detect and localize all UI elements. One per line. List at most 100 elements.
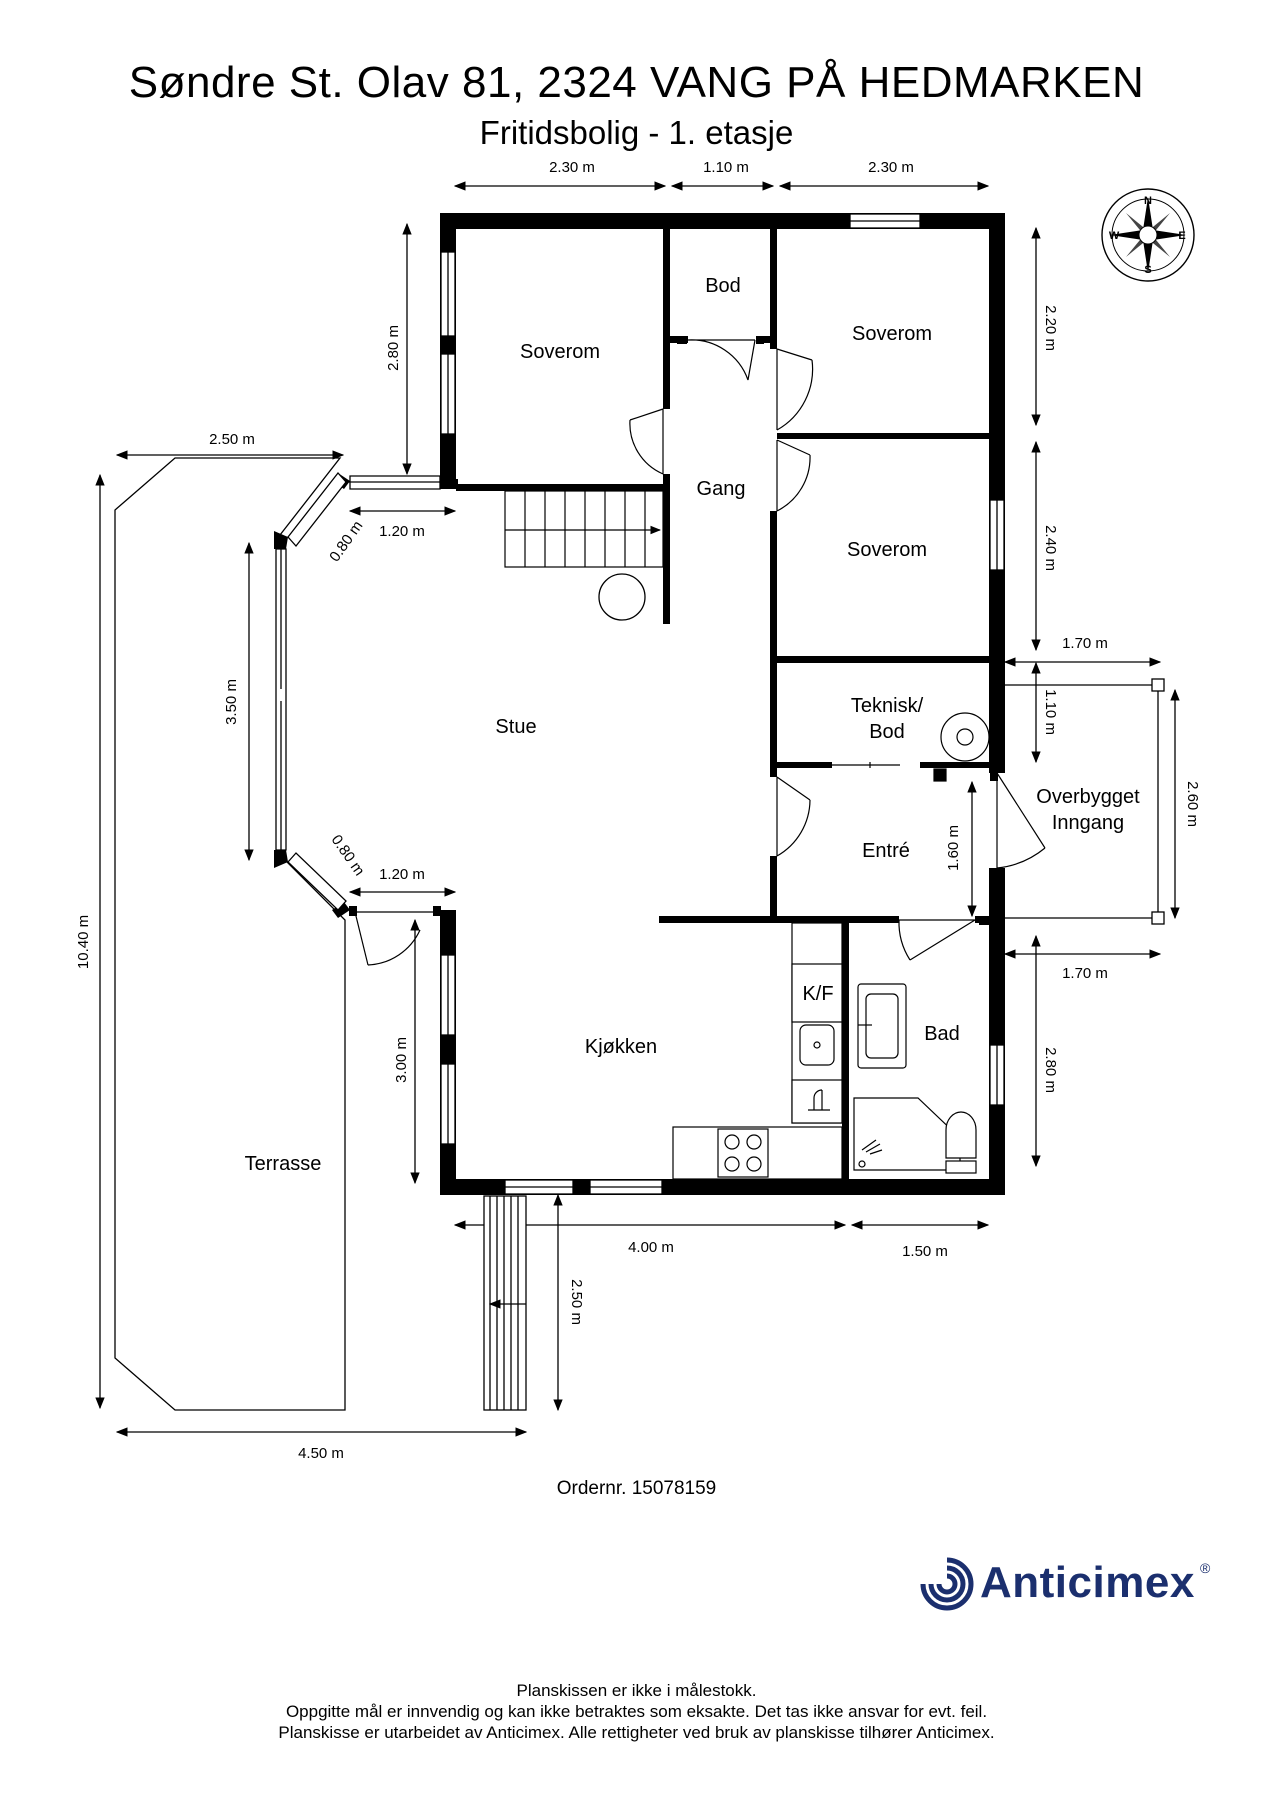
wall-entre-left-upper: [770, 765, 777, 777]
label-soverom-2: Soverom: [852, 323, 932, 345]
door-terrace: [354, 911, 435, 966]
fridge-freezer: [791, 963, 843, 1023]
dim-right-mid: 2.40 m: [1042, 525, 1059, 571]
dim-terrace-bottom: 4.50 m: [298, 1445, 344, 1462]
label-kf: K/F: [802, 983, 833, 1005]
cooktop: [717, 1128, 769, 1178]
label-soverom-3: Soverom: [847, 539, 927, 561]
registered-mark: ®: [1200, 1560, 1211, 1576]
wall-bod-bottom-left: [663, 336, 688, 343]
label-bad: Bad: [924, 1023, 960, 1045]
dim-bay-diag-top: 0.80 m: [326, 518, 366, 565]
toilet-tank: [945, 1160, 977, 1174]
window-mullion-left-lower: [440, 1035, 456, 1063]
door-soverom-2: [776, 348, 814, 431]
dim-terrace-top: 2.50 m: [209, 431, 255, 448]
dim-bottom-right: 1.50 m: [902, 1243, 948, 1260]
disclaimer: Planskissen er ikke i målestokk. Oppgitt…: [0, 1680, 1273, 1743]
dim-right-entry-top: 1.70 m: [1062, 635, 1108, 652]
stove-fireplace: [598, 573, 646, 621]
plan-title: Søndre St. Olav 81, 2324 VANG PÅ HEDMARK…: [128, 58, 1145, 107]
door-entre-left: [776, 776, 811, 857]
dim-left-upper: 2.80 m: [385, 325, 402, 371]
compass-n: N: [1144, 195, 1152, 207]
wall-stue-top: [456, 484, 670, 491]
label-terrasse: Terrasse: [245, 1153, 322, 1175]
bay-corner-left-bottom: [274, 850, 288, 868]
dim-left-lower: 3.00 m: [393, 1037, 410, 1083]
order-number: Ordernr. 15078159: [556, 1478, 717, 1499]
shower-head-icon: [861, 1139, 883, 1155]
bay-corner-bottom: [332, 902, 350, 918]
label-overbygget-2: Inngang: [1052, 812, 1124, 834]
wall-gang-left-lower: [663, 474, 670, 624]
dim-bottom-main: 4.00 m: [628, 1239, 674, 1256]
porch-post-bottom: [1151, 911, 1165, 925]
wall-bod-left: [663, 229, 670, 409]
bay-window-diag-bottom: [287, 852, 347, 911]
porch-post-top: [1151, 678, 1165, 692]
dim-right-entry-bottom: 1.70 m: [1062, 965, 1108, 982]
wall-bottom: [440, 1179, 1005, 1195]
wall-bedroom-divider: [777, 433, 989, 439]
label-teknisk-2: Bod: [869, 721, 905, 743]
bay-window-left: [275, 548, 287, 851]
anticimex-logo-text: Anticimex: [980, 1558, 1195, 1607]
label-teknisk-1: Teknisk/: [851, 695, 924, 717]
wall-bad-left: [842, 916, 849, 1179]
dim-top-left: 2.30 m: [549, 159, 595, 176]
door-main-entry: [996, 772, 1046, 869]
disclaimer-line-3: Planskisse er utarbeidet av Anticimex. A…: [278, 1723, 995, 1742]
label-gang: Gang: [697, 478, 746, 500]
compass-w: W: [1109, 230, 1120, 242]
door-gang-left: [629, 408, 664, 475]
exterior-stairs: [483, 1195, 527, 1411]
toilet: [945, 1111, 977, 1159]
plan-subtitle: Fritidsbolig - 1. etasje: [479, 114, 794, 151]
dim-bay-diag-bottom: 0.80 m: [328, 832, 368, 879]
wall-entre-left-lower: [770, 856, 777, 918]
wall-gang-right-upper: [770, 229, 777, 244]
label-entre: Entré: [862, 840, 910, 862]
door-bod: [687, 339, 756, 381]
bay-corner-left-top: [274, 531, 288, 549]
dim-terrace-height: 10.40 m: [75, 915, 92, 969]
wall-teknisk-top: [777, 656, 989, 663]
wall-teknisk-bottom-left: [777, 762, 832, 768]
dim-top-right: 2.30 m: [868, 159, 914, 176]
dim-right-lower: 2.80 m: [1042, 1047, 1059, 1093]
label-soverom-1: Soverom: [520, 341, 600, 363]
terrace-outline: [114, 457, 346, 1411]
wall-right-lower: [989, 868, 1005, 1195]
faucet-icon: [808, 1089, 830, 1111]
anticimex-logo-icon: [920, 1557, 974, 1611]
door-soverom-3: [776, 439, 811, 512]
dim-right-upper: 2.20 m: [1042, 305, 1059, 351]
label-overbygget-1: Overbygget: [1036, 786, 1140, 808]
dim-right-porch: 2.60 m: [1184, 781, 1201, 827]
wall-bod-bottom-right: [756, 336, 777, 343]
window-mullion-left-upper: [440, 337, 456, 353]
anticimex-logo: Anticimex ®: [918, 1556, 1218, 1612]
disclaimer-line-1: Planskissen er ikke i målestokk.: [516, 1681, 757, 1700]
disclaimer-line-2: Oppgitte mål er innvendig og kan ikke be…: [285, 1702, 988, 1721]
water-heater: [933, 712, 990, 782]
wall-bod-right: [770, 229, 777, 349]
dim-bay-bottom: 1.20 m: [379, 866, 425, 883]
compass-e: E: [1178, 230, 1185, 242]
dim-top-mid: 1.10 m: [703, 159, 749, 176]
label-bod: Bod: [705, 275, 741, 297]
dim-right-teknisk: 1.10 m: [1042, 689, 1059, 735]
wall-gang-right-lower: [770, 511, 777, 765]
interior-stairs: [504, 490, 664, 568]
dim-entre-height: 1.60 m: [945, 825, 962, 871]
dim-stairs-length: 2.50 m: [568, 1279, 585, 1325]
label-stue: Stue: [495, 716, 536, 738]
wall-right-upper: [989, 213, 1005, 773]
compass-rose: N S E W: [1101, 188, 1195, 282]
shower: [853, 1097, 961, 1171]
wall-kitchen-top: [659, 916, 899, 923]
label-kjokken: Kjøkken: [585, 1036, 657, 1058]
dim-bay-side: 3.50 m: [223, 679, 240, 725]
